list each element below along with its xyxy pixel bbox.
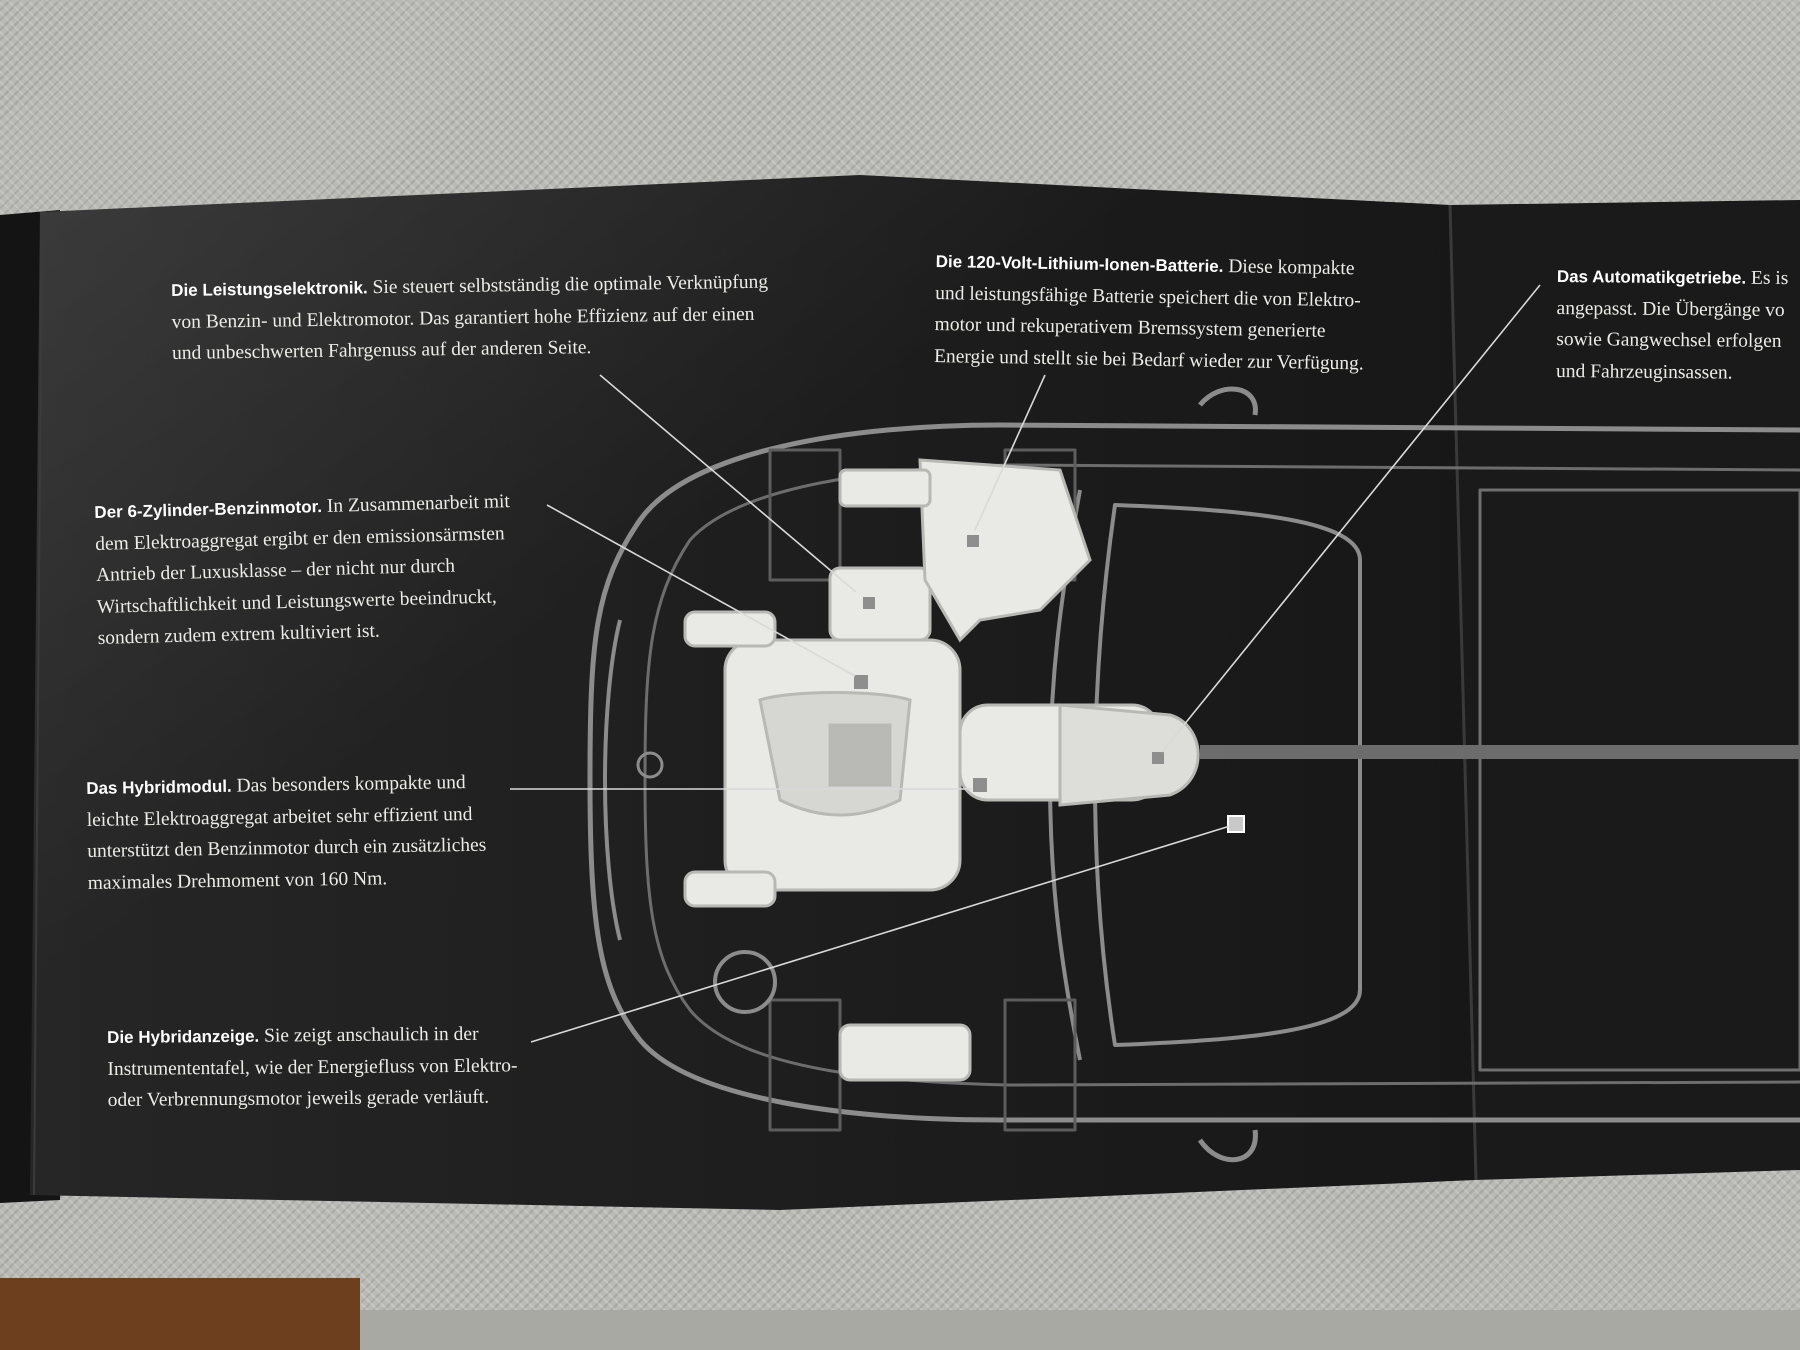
radiator-top	[838, 468, 932, 508]
wheel-front-left	[768, 448, 842, 582]
cabin	[1478, 488, 1800, 1072]
caption-title: Das Automatikgetriebe.	[1556, 266, 1747, 288]
mirror-right	[1197, 1129, 1258, 1163]
fold-line	[1448, 204, 1478, 1181]
intake-right	[683, 870, 777, 908]
marker-hybrid-display	[1227, 815, 1245, 833]
marker-engine	[854, 675, 868, 689]
caption-hybrid-display: Die Hybridanzeige. Sie zeigt anschaulich…	[107, 1018, 588, 1117]
caption-battery: Die 120-Volt-Lithium-Ionen-Batterie. Die…	[934, 246, 1406, 380]
marker-transmission	[1152, 752, 1164, 764]
marker-hybrid-module	[973, 778, 987, 792]
marker-battery	[967, 535, 979, 547]
transmission	[1058, 703, 1200, 807]
caption-petrol-engine: Der 6-Zylinder-Benzinmotor. In Zusammena…	[94, 485, 568, 655]
car-body-outline	[587, 422, 1800, 1123]
caption-title: Das Hybridmodul.	[86, 776, 232, 798]
power-electronics	[828, 566, 932, 642]
mat-edge	[360, 1310, 1800, 1350]
mirror-left	[1198, 386, 1258, 416]
caption-transmission: Das Automatikgetriebe. Es is angepasst. …	[1556, 261, 1800, 389]
caption-hybrid-module: Das Hybridmodul. Das besonders kompakte …	[86, 765, 568, 899]
brochure-page-right	[1450, 200, 1800, 1180]
battery	[918, 458, 1092, 643]
horn	[713, 950, 777, 1014]
caption-title: Die 120-Volt-Lithium-Ionen-Batterie.	[935, 251, 1224, 277]
caption-title: Die Leistungselektronik.	[171, 278, 368, 300]
drivetrain	[683, 458, 1200, 1082]
marker-power-electronics	[863, 597, 875, 609]
table-edge	[0, 1278, 360, 1350]
caption-power-electronics: Die Leistungselektronik. Sie steuert sel…	[171, 266, 852, 370]
caption-title: Die Hybridanzeige.	[107, 1026, 260, 1047]
intake-left	[683, 610, 777, 648]
radiator-bottom	[838, 1023, 972, 1082]
caption-title: Der 6-Zylinder-Benzinmotor.	[94, 497, 323, 522]
grille	[603, 619, 622, 941]
leader-lines	[510, 284, 1541, 1043]
